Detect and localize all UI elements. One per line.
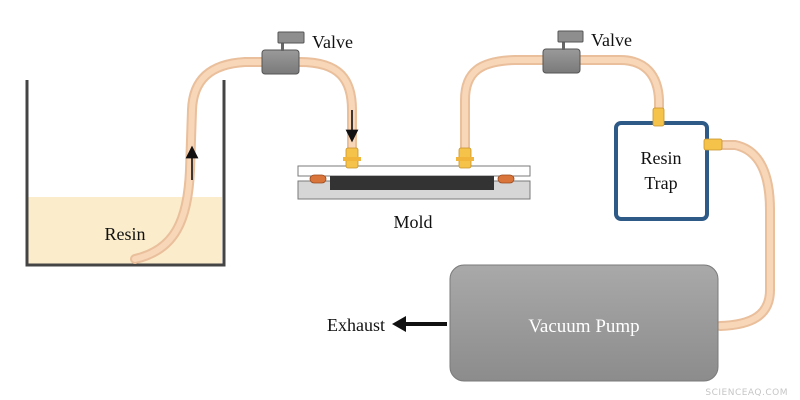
- exhaust-label: Exhaust: [327, 315, 385, 335]
- valve-right: [542, 30, 584, 74]
- trap-inlet-fitting: [652, 107, 665, 127]
- seal-left: [309, 174, 327, 184]
- tube-trap-to-pump: [705, 140, 775, 331]
- mold-label: Mold: [393, 212, 432, 232]
- resin-label: Resin: [104, 224, 145, 244]
- mold: [297, 147, 531, 200]
- container-walls: [25, 80, 226, 267]
- trap-outlet-fitting: [703, 138, 723, 151]
- resin-trap-label-line2: Trap: [644, 173, 677, 193]
- exhaust-arrow-head: [392, 316, 406, 332]
- tube-mold-outlet-to-valve: [460, 55, 565, 155]
- mold-top-plate: [297, 165, 531, 177]
- valve-left: [261, 31, 305, 75]
- mold-core: [330, 176, 494, 190]
- resin-trap-label-line1: Resin: [640, 148, 681, 168]
- vacuum-pump-label: Vacuum Pump: [528, 316, 639, 337]
- tubing: [130, 55, 775, 331]
- seal-right: [497, 174, 515, 184]
- valve-left-label: Valve: [312, 32, 353, 52]
- vacuum-pump: [449, 264, 719, 382]
- watermark: SCIENCEAQ.COM: [705, 388, 788, 398]
- resin-trap: [614, 107, 723, 221]
- valve-right-label: Valve: [591, 30, 632, 50]
